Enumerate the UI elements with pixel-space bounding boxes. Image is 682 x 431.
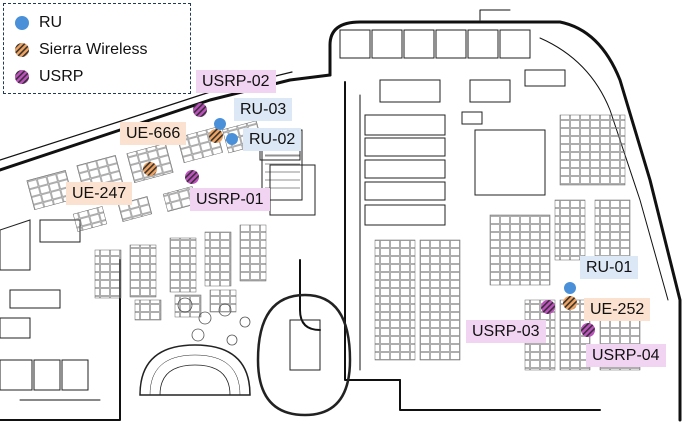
ru-01-marker <box>564 282 576 294</box>
legend-item-sierra-wireless: Sierra Wireless <box>14 40 147 60</box>
label-ue-666: UE-666 <box>120 122 187 145</box>
building-walls <box>0 9 682 422</box>
desk-clusters-middle <box>94 224 267 321</box>
decorative-plants <box>177 297 251 346</box>
label-usrp-01: USRP-01 <box>190 188 270 211</box>
legend-label-ru: RU <box>39 14 63 31</box>
legend-box: RU Sierra Wireless <box>3 3 191 94</box>
usrp-01-marker <box>185 170 199 184</box>
usrp-02-marker <box>193 103 207 117</box>
label-usrp-02: USRP-02 <box>196 70 276 93</box>
central-rooms <box>364 111 546 226</box>
label-ue-247: UE-247 <box>66 182 133 205</box>
ue-252-marker <box>563 296 577 310</box>
legend-item-usrp: USRP <box>14 67 83 87</box>
ru-03-marker <box>214 118 226 130</box>
legend-label-sierra-wireless: Sierra Wireless <box>39 41 148 58</box>
top-offices <box>339 29 566 103</box>
ru-dot-icon <box>15 16 29 30</box>
usrp-04-marker <box>581 323 595 337</box>
ue-666-marker <box>209 129 223 143</box>
usrp-03-marker <box>541 300 555 314</box>
label-usrp-03: USRP-03 <box>466 320 546 343</box>
label-usrp-04: USRP-04 <box>586 344 666 367</box>
ue-247-marker <box>143 162 157 176</box>
legend-item-ru: RU <box>14 13 62 33</box>
usrp-striped-dot-icon <box>15 70 29 84</box>
label-ru-01: RU-01 <box>580 256 639 279</box>
label-ue-252: UE-252 <box>584 298 651 321</box>
ue-striped-dot-icon <box>15 43 29 57</box>
legend-label-usrp: USRP <box>39 68 84 85</box>
label-ru-02: RU-02 <box>243 128 302 151</box>
left-wing-rooms <box>0 129 316 391</box>
ru-02-marker <box>226 133 238 145</box>
label-ru-03: RU-03 <box>234 98 293 121</box>
